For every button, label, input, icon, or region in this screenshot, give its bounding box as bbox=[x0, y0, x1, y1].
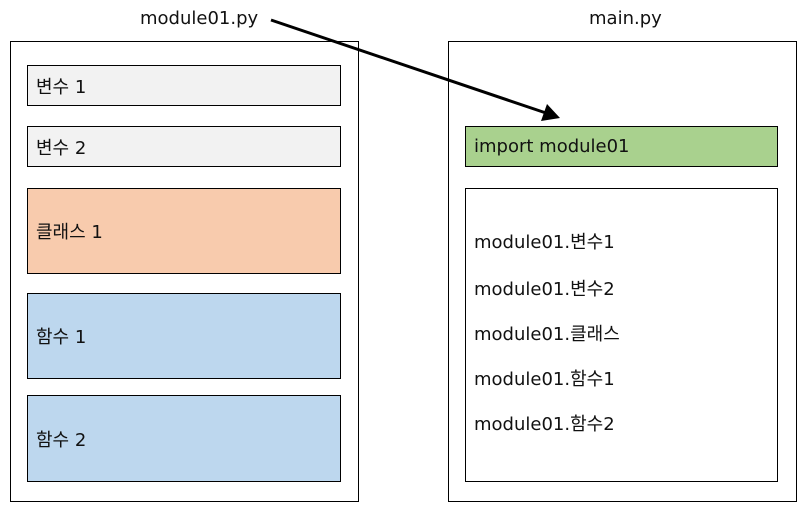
usage-box: module01.변수1 module01.변수2 module01.클래스 m… bbox=[465, 188, 778, 482]
class-1-box: 클래스 1 bbox=[27, 188, 341, 274]
usage-class: module01.클래스 bbox=[474, 324, 620, 345]
usage-variable-2: module01.변수2 bbox=[474, 279, 615, 300]
usage-variable-1: module01.변수1 bbox=[474, 232, 615, 253]
function-2-box: 함수 2 bbox=[27, 395, 341, 482]
usage-function-2: module01.함수2 bbox=[474, 414, 615, 435]
usage-function-1: module01.함수1 bbox=[474, 369, 615, 390]
module01-filename: module01.py bbox=[140, 8, 259, 29]
variable-1-box: 변수 1 bbox=[27, 65, 341, 106]
main-filename: main.py bbox=[589, 8, 662, 29]
variable-2-box: 변수 2 bbox=[27, 126, 341, 167]
function-1-box: 함수 1 bbox=[27, 293, 341, 379]
import-statement-box: import module01 bbox=[465, 126, 778, 167]
